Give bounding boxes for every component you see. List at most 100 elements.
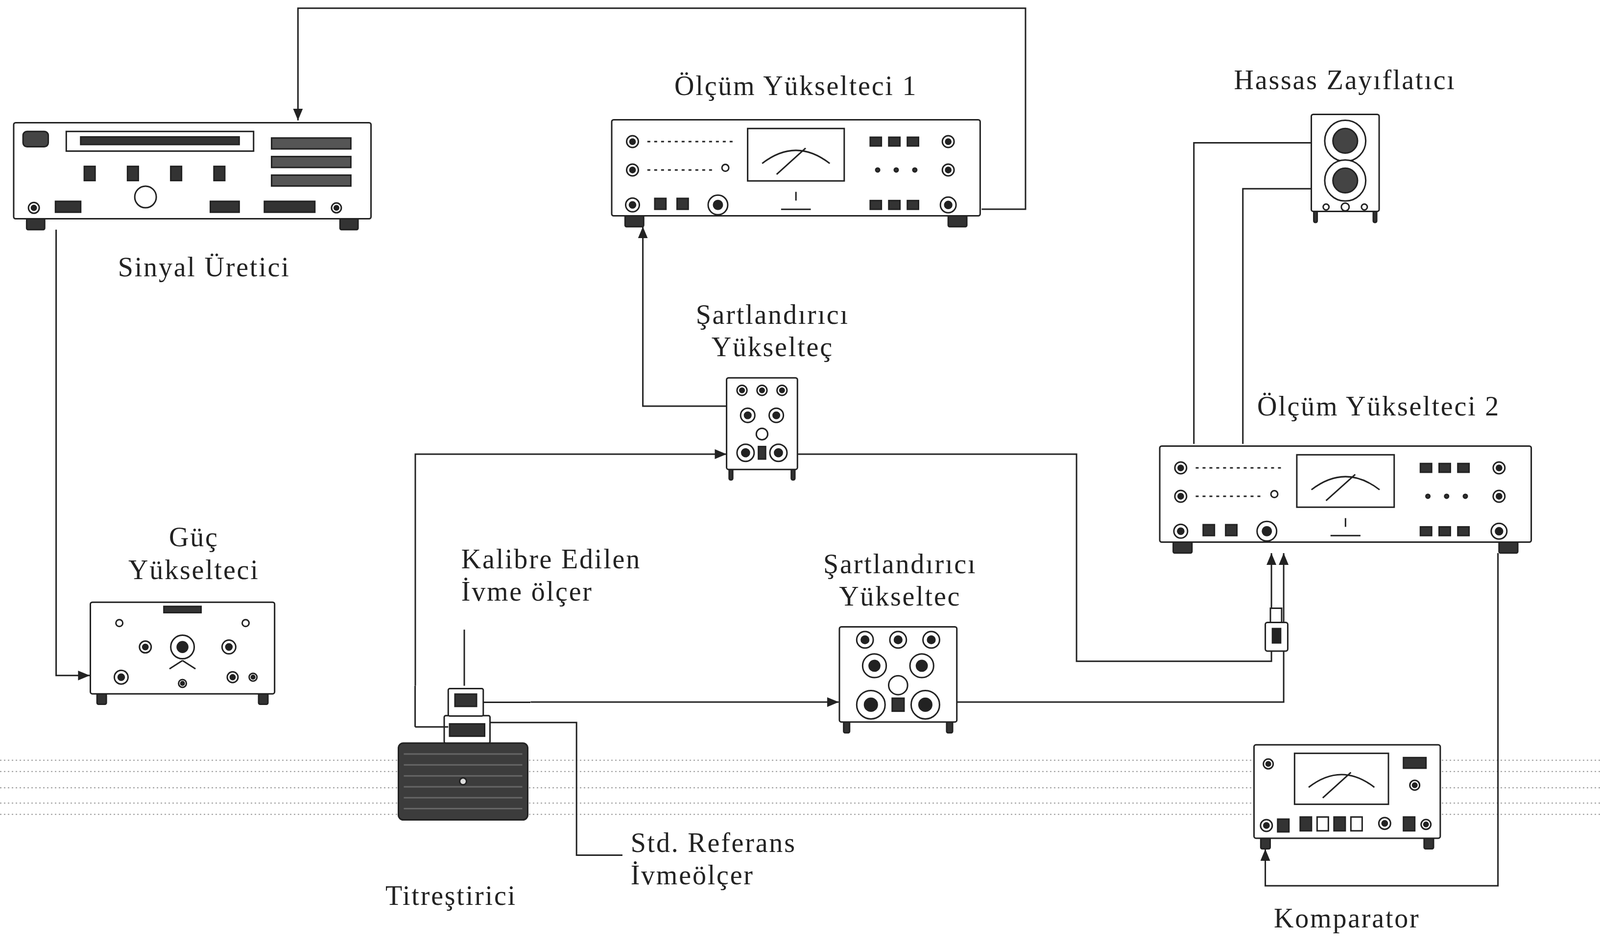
knob: [1173, 524, 1188, 538]
signal-connector: [956, 552, 1284, 702]
knob: [1324, 160, 1366, 202]
knob: [737, 443, 755, 461]
panel-part: [80, 136, 240, 145]
knob: [1263, 759, 1273, 769]
instrument-box: Komparator: [1253, 742, 1441, 849]
device-illustration: [90, 601, 275, 704]
device-illustration: [726, 377, 798, 480]
knob: [1495, 527, 1503, 535]
device-label: Şartlandırıcı Yükselteç: [695, 298, 850, 363]
knob: [225, 643, 233, 650]
device-illustration: [839, 626, 957, 733]
knob: [1420, 819, 1431, 830]
device-illustration: [1159, 446, 1532, 553]
panel-line: [647, 140, 733, 143]
knob: [1423, 822, 1429, 827]
panel-part: [1403, 816, 1415, 831]
knob: [1270, 490, 1278, 498]
knob: [942, 135, 955, 148]
panel-line: [1195, 495, 1264, 498]
device-label: Ölçüm Yükselteci 2: [1257, 389, 1501, 423]
panel-line: [1195, 467, 1282, 469]
knob: [222, 639, 237, 654]
knob: [1496, 493, 1502, 500]
panel-part: [271, 156, 352, 168]
panel-part: [214, 166, 225, 181]
instrument-box: Şartlandırıcı Yükselteç: [726, 375, 798, 480]
knob: [1174, 490, 1187, 502]
knob: [1361, 204, 1368, 211]
knob: [1425, 494, 1430, 499]
panel-part: [1316, 816, 1329, 831]
panel-line: [182, 660, 196, 669]
panel-part: [870, 200, 882, 210]
knob: [856, 631, 874, 648]
knob: [1444, 494, 1449, 499]
panel-part: [264, 201, 315, 213]
panel-part: [66, 131, 254, 151]
knob: [713, 200, 723, 210]
knob: [230, 674, 236, 680]
instrument-drawing: [89, 599, 276, 704]
knob: [1324, 120, 1366, 162]
knob: [1491, 523, 1507, 539]
panel-part: [271, 137, 352, 149]
knob: [1463, 494, 1468, 499]
panel-line: [781, 208, 812, 210]
knob: [894, 635, 902, 644]
switch-plug: [1270, 607, 1282, 622]
signal-connector: [530, 701, 839, 703]
knob: [626, 135, 639, 148]
panel-part: [23, 131, 48, 147]
panel-line: [1325, 474, 1356, 501]
knob: [629, 201, 636, 209]
knob: [1333, 128, 1358, 153]
knob: [875, 167, 880, 172]
knob: [708, 194, 728, 215]
knob: [860, 635, 869, 644]
panel-line: [404, 774, 523, 777]
knob: [116, 619, 123, 626]
knob: [916, 660, 928, 671]
instrument-drawing: [610, 117, 982, 227]
panel-line: [404, 807, 523, 810]
knob: [1177, 465, 1184, 471]
knob: [626, 164, 639, 176]
knob: [1177, 527, 1184, 535]
instrument-drawing: [395, 685, 531, 823]
knob: [629, 167, 636, 173]
panel-line: [415, 725, 449, 728]
sensor-label: Std. Referans İvmeölçer: [630, 826, 810, 891]
knob: [177, 641, 189, 653]
instrument-box: Sinyal Üretici: [12, 120, 373, 230]
knob: [740, 407, 756, 423]
knob: [118, 673, 125, 681]
knob: [894, 167, 899, 172]
panel-line: [776, 147, 806, 174]
knob: [334, 205, 339, 211]
knob: [143, 644, 149, 650]
switch-lever: [1272, 628, 1281, 643]
knob: [459, 777, 467, 785]
knob: [918, 697, 932, 711]
knob: [180, 681, 185, 685]
instrument-box: Şartlandırıcı Yükseltec: [838, 624, 958, 733]
knob: [922, 631, 940, 648]
panel-part: [654, 197, 667, 209]
knob: [777, 384, 788, 395]
leader-line: [463, 629, 466, 686]
panel-part: [888, 200, 901, 210]
panel-part: [271, 174, 352, 186]
knob: [945, 167, 952, 173]
panel-part: [1438, 526, 1451, 536]
instrument-drawing: [1311, 112, 1380, 223]
knob: [251, 674, 255, 679]
panel-line: [1330, 534, 1361, 537]
panel-line: [404, 785, 523, 788]
knob: [912, 167, 917, 172]
instrument-drawing: [838, 624, 958, 733]
device-label: Güç Yükselteci: [128, 520, 260, 586]
device-label: Sinyal Üretici: [118, 250, 291, 284]
knob: [741, 448, 750, 457]
panel-line: [404, 763, 523, 765]
